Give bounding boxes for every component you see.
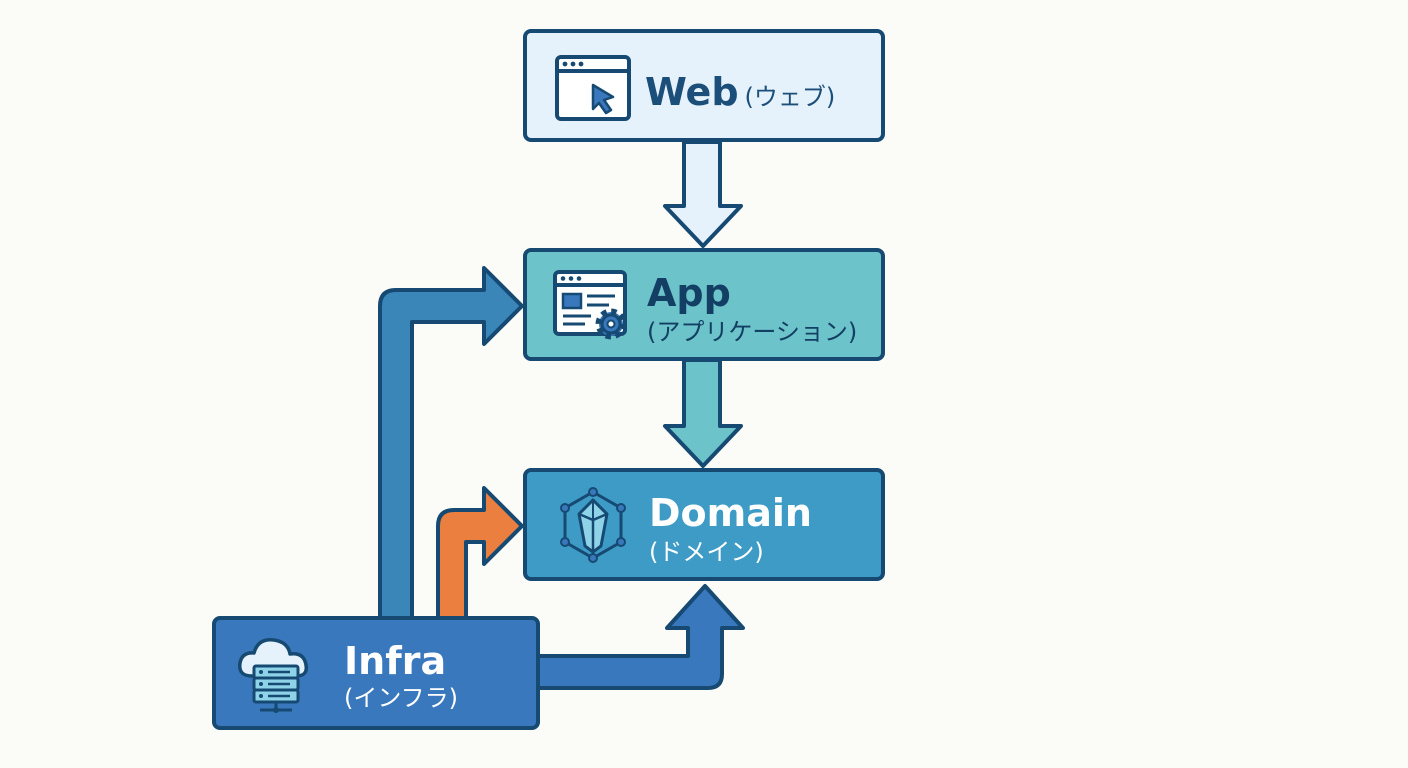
app-layer-subtitle: (アプリケーション) <box>647 318 858 346</box>
domain-layer-box: Domain (ドメイン) <box>523 468 885 581</box>
arrow-infra-to-domain-blue <box>536 584 745 690</box>
arrow-web-to-app <box>663 140 743 248</box>
infra-layer-title: Infra <box>344 639 447 683</box>
arrow-infra-to-app <box>378 266 524 620</box>
web-layer-title: Web <box>645 70 739 114</box>
infra-layer-box: Infra (インフラ) <box>212 616 540 730</box>
browser-cursor-icon <box>555 55 631 121</box>
web-layer-title-row: Web(ウェブ) <box>645 73 835 111</box>
app-layer-box: App (アプリケーション) <box>523 248 885 361</box>
domain-layer-subtitle: (ドメイン) <box>649 538 764 566</box>
domain-layer-title: Domain <box>649 491 812 535</box>
app-layer-title: App <box>647 271 731 315</box>
web-layer-box: Web(ウェブ) <box>523 29 885 142</box>
arrow-infra-to-domain-orange <box>436 486 524 620</box>
cloud-server-icon <box>238 638 309 713</box>
web-layer-subtitle: (ウェブ) <box>744 83 836 111</box>
crystal-network-icon <box>560 487 626 563</box>
app-window-gear-icon <box>553 270 627 340</box>
arrow-app-to-domain <box>663 358 743 468</box>
infra-layer-subtitle: (インフラ) <box>344 684 459 712</box>
